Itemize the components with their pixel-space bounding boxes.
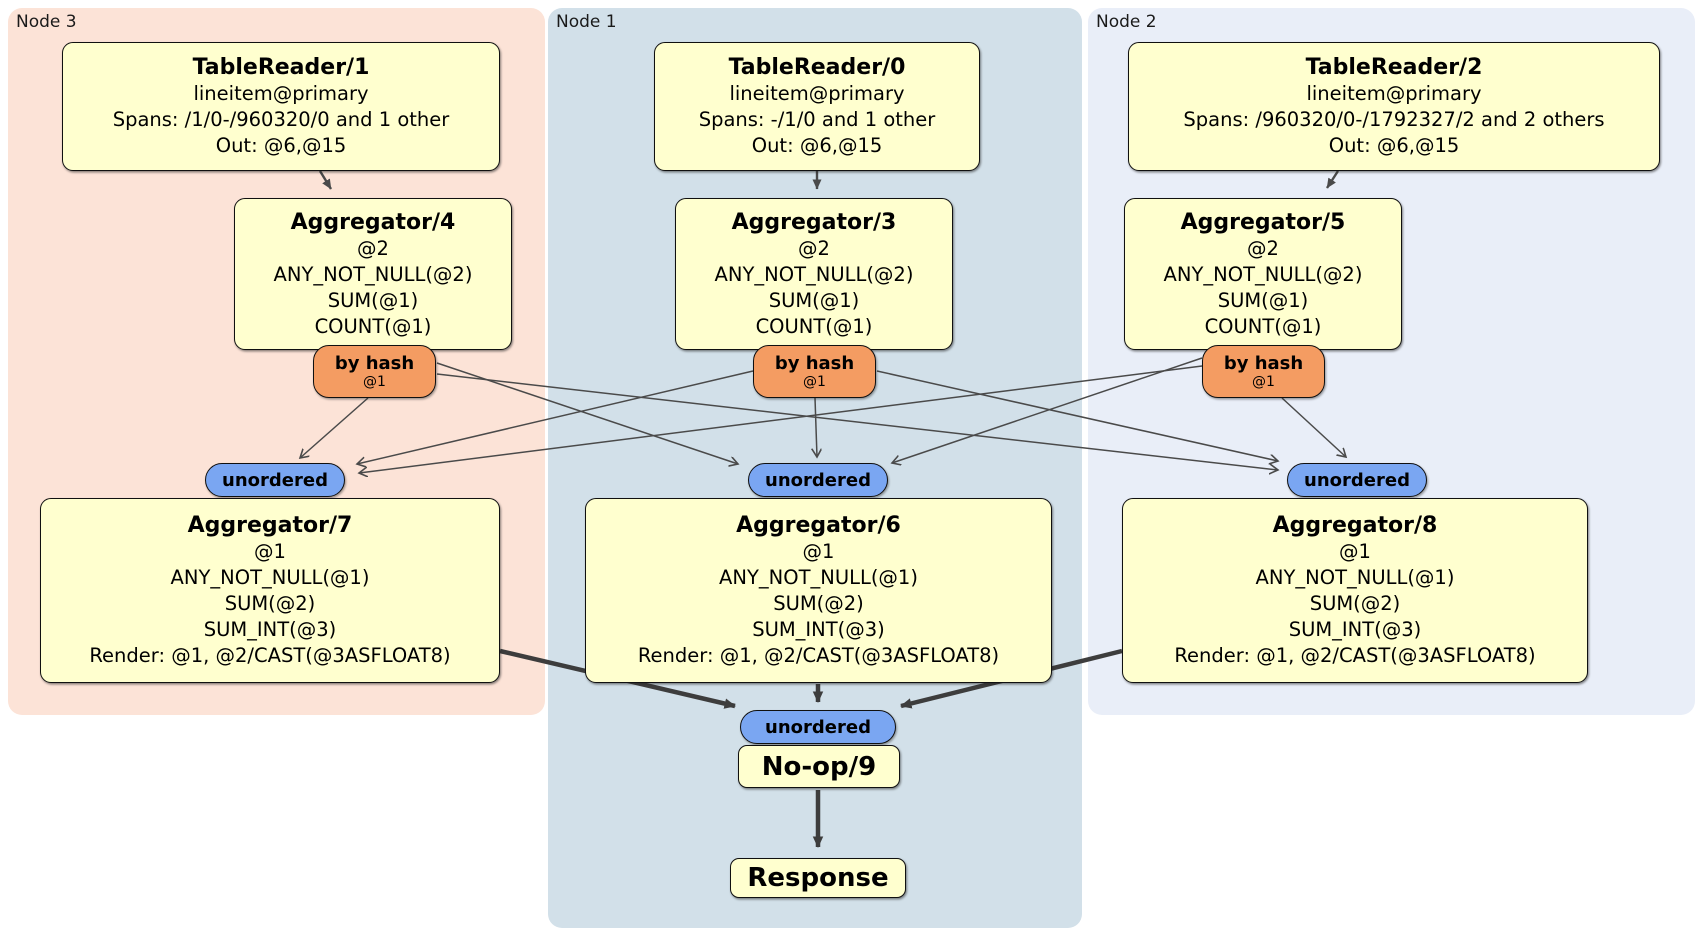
node-title: Aggregator/6	[736, 513, 901, 538]
node-title: TableReader/2	[1305, 55, 1483, 80]
router-label: by hash	[1223, 353, 1304, 374]
node-response: Response	[730, 858, 906, 898]
node-region-label-2: Node 2	[1096, 12, 1157, 32]
router-detail: @1	[803, 374, 826, 390]
sync-unordered-node3: unordered	[205, 463, 345, 497]
node-detail-line: Render: @1, @2/CAST(@3ASFLOAT8)	[1174, 644, 1536, 667]
router-label: by hash	[774, 353, 855, 374]
node-aggregator-5: Aggregator/5 @2 ANY_NOT_NULL(@2) SUM(@1)…	[1124, 198, 1402, 350]
router-by-hash-node2: by hash @1	[1202, 345, 1325, 398]
node-title: TableReader/1	[192, 55, 370, 80]
node-tablereader-1: TableReader/1 lineitem@primary Spans: /1…	[62, 42, 500, 171]
router-detail: @1	[363, 374, 386, 390]
node-detail-line: Out: @6,@15	[215, 134, 347, 157]
node-detail-line: ANY_NOT_NULL(@1)	[170, 566, 370, 589]
node-detail-line: COUNT(@1)	[755, 314, 873, 338]
node-title: No-op/9	[761, 751, 877, 782]
node-detail-line: SUM(@1)	[327, 288, 419, 312]
node-detail-line: SUM_INT(@3)	[752, 618, 885, 641]
node-noop-9: No-op/9	[738, 745, 900, 788]
node-detail-line: Render: @1, @2/CAST(@3ASFLOAT8)	[89, 644, 451, 667]
sync-label: unordered	[765, 716, 871, 738]
node-aggregator-4: Aggregator/4 @2 ANY_NOT_NULL(@2) SUM(@1)…	[234, 198, 512, 350]
node-aggregator-8: Aggregator/8 @1 ANY_NOT_NULL(@1) SUM(@2)…	[1122, 498, 1588, 683]
sync-label: unordered	[765, 469, 871, 491]
node-detail-line: SUM(@2)	[1309, 592, 1401, 615]
node-detail-line: Spans: /1/0-/960320/0 and 1 other	[112, 108, 450, 131]
node-detail-line: SUM(@2)	[224, 592, 316, 615]
edges-router-mesh	[300, 357, 1346, 473]
node-detail-line: Out: @6,@15	[1328, 134, 1460, 157]
node-detail-line: SUM(@2)	[773, 592, 864, 615]
node-title: Aggregator/3	[731, 209, 897, 235]
router-by-hash-node1: by hash @1	[753, 345, 876, 398]
node-detail-line: lineitem@primary	[193, 82, 369, 105]
node-detail-line: SUM_INT(@3)	[1288, 618, 1422, 641]
node-aggregator-3: Aggregator/3 @2 ANY_NOT_NULL(@2) SUM(@1)…	[675, 198, 953, 350]
node-detail-line: SUM(@1)	[768, 288, 860, 312]
node-detail-line: COUNT(@1)	[1204, 314, 1322, 338]
sync-label: unordered	[1304, 469, 1410, 491]
node-title: Aggregator/5	[1180, 209, 1346, 235]
node-detail-line: @2	[1247, 236, 1279, 260]
node-detail-line: ANY_NOT_NULL(@2)	[1163, 262, 1363, 286]
node-detail-line: ANY_NOT_NULL(@2)	[714, 262, 914, 286]
node-detail-line: @1	[802, 540, 835, 563]
node-detail-line: Spans: /960320/0-/1792327/2 and 2 others	[1183, 108, 1605, 131]
node-detail-line: @1	[1339, 540, 1371, 563]
node-tablereader-2: TableReader/2 lineitem@primary Spans: /9…	[1128, 42, 1660, 171]
router-label: by hash	[334, 353, 415, 374]
node-detail-line: ANY_NOT_NULL(@1)	[1255, 566, 1455, 589]
node-detail-line: lineitem@primary	[729, 82, 905, 105]
node-aggregator-6: Aggregator/6 @1 ANY_NOT_NULL(@1) SUM(@2)…	[585, 498, 1052, 683]
node-title: TableReader/0	[728, 55, 906, 80]
node-detail-line: @2	[798, 236, 830, 260]
node-detail-line: SUM_INT(@3)	[203, 618, 337, 641]
edges-tablereader-to-aggregator	[318, 170, 1340, 190]
sync-unordered-final: unordered	[740, 710, 896, 744]
node-detail-line: lineitem@primary	[1306, 82, 1482, 105]
node-detail-line: SUM(@1)	[1217, 288, 1309, 312]
sync-unordered-node2: unordered	[1287, 463, 1427, 497]
node-title: Aggregator/8	[1272, 513, 1438, 538]
node-detail-line: ANY_NOT_NULL(@2)	[273, 262, 473, 286]
node-detail-line: Spans: -/1/0 and 1 other	[698, 108, 936, 131]
node-tablereader-0: TableReader/0 lineitem@primary Spans: -/…	[654, 42, 980, 171]
node-region-label-1: Node 1	[556, 12, 617, 32]
node-detail-line: Out: @6,@15	[751, 134, 883, 157]
node-detail-line: COUNT(@1)	[314, 314, 432, 338]
sync-unordered-node1: unordered	[748, 463, 888, 497]
router-detail: @1	[1252, 374, 1275, 390]
node-title: Aggregator/4	[290, 209, 456, 235]
node-title: Response	[747, 863, 889, 893]
node-region-label-3: Node 3	[16, 12, 77, 32]
node-detail-line: @1	[254, 540, 286, 563]
node-aggregator-7: Aggregator/7 @1 ANY_NOT_NULL(@1) SUM(@2)…	[40, 498, 500, 683]
router-by-hash-node3: by hash @1	[313, 345, 436, 398]
node-detail-line: ANY_NOT_NULL(@1)	[719, 566, 918, 589]
node-detail-line: Render: @1, @2/CAST(@3ASFLOAT8)	[637, 644, 1000, 667]
sync-label: unordered	[222, 469, 328, 491]
node-title: Aggregator/7	[187, 513, 353, 538]
node-detail-line: @2	[357, 236, 389, 260]
